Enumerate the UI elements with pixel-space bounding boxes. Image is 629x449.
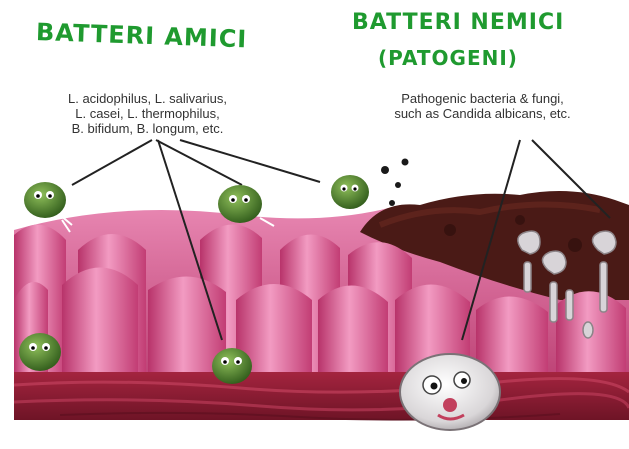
good-bacterium-3 bbox=[331, 159, 409, 210]
handwritten-title-enemy-bacteria: BATTERI NEMICI bbox=[352, 10, 564, 35]
muscle-tissue-layer bbox=[14, 372, 629, 420]
good-bacterium-5 bbox=[212, 348, 252, 384]
good-bacteria-caption: L. acidophilus, L. salivarius, L. casei,… bbox=[20, 91, 275, 136]
pathogen-caption: Pathogenic bacteria & fungi, such as Can… bbox=[335, 91, 629, 121]
pathogen-blob bbox=[400, 354, 500, 430]
good-bacterium-4 bbox=[19, 333, 61, 371]
handwritten-subtitle-pathogens: (PATOGENI) bbox=[378, 46, 518, 70]
